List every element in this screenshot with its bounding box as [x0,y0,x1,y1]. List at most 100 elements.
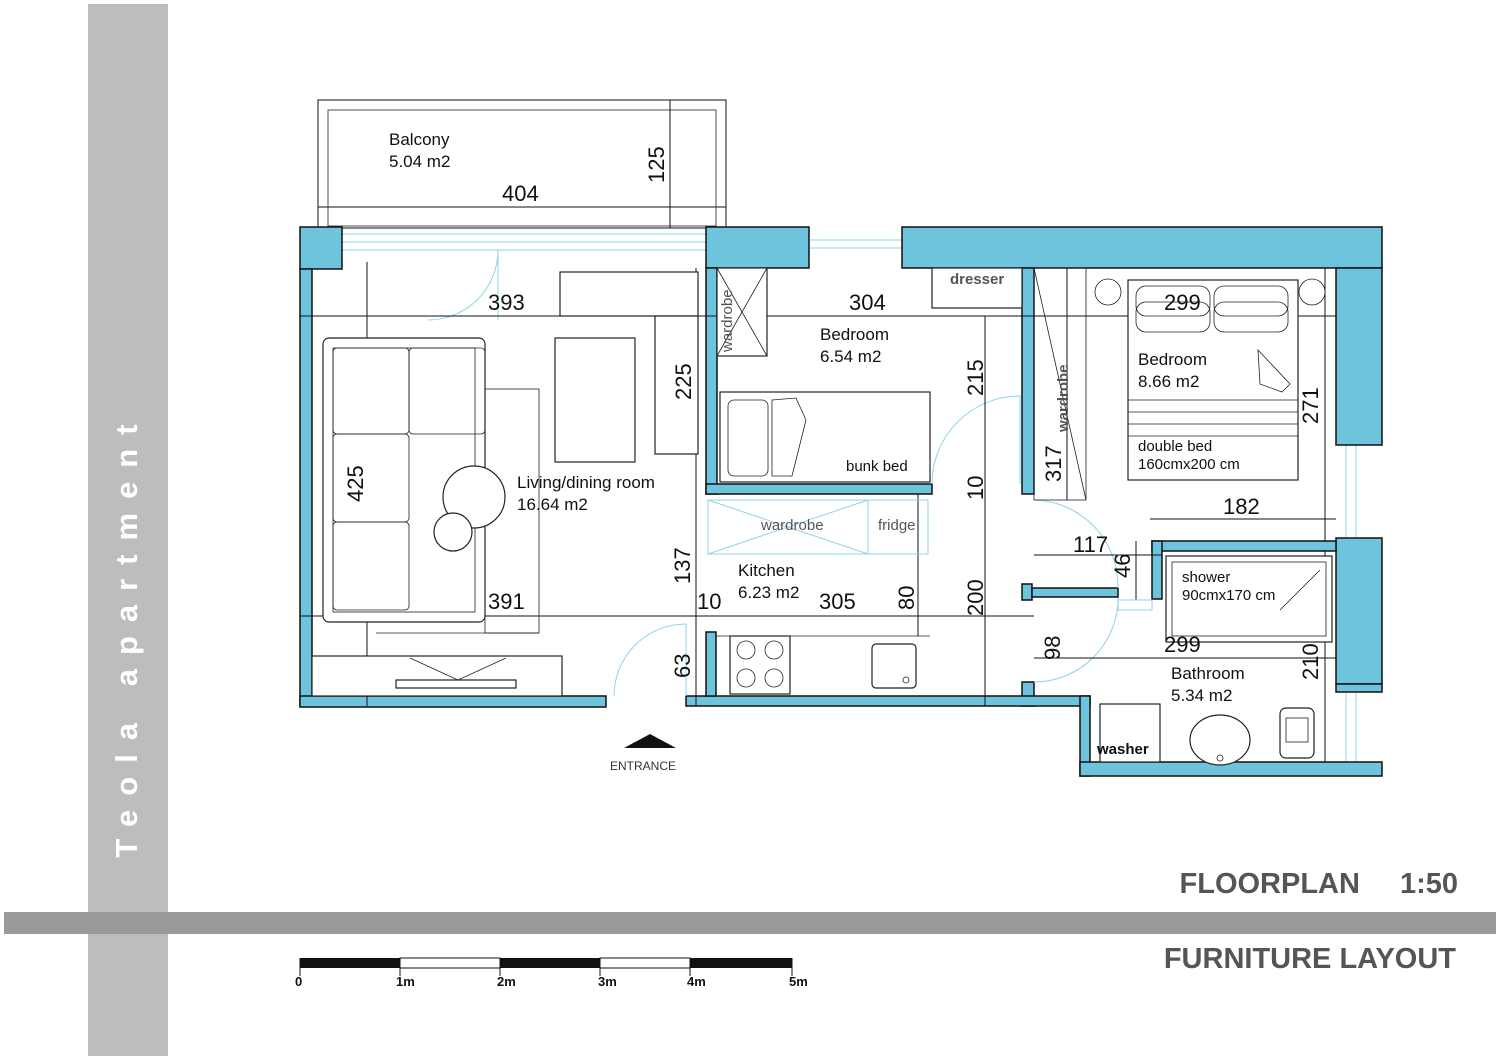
dim-63: 63 [670,654,695,678]
wall-b1-east [1021,267,1035,495]
dim-balcony-width: 404 [502,181,539,206]
dim-b2-height: 271 [1298,387,1323,424]
vent [1117,599,1153,611]
dresser [931,267,1023,309]
kitchen-name: Kitchen [738,561,795,580]
kitchen-area: 6.23 m2 [738,583,799,602]
dim-80: 80 [894,586,919,610]
dim-b1-top: 304 [849,290,886,315]
scale-label-1: 1m [396,974,415,989]
bedroom2-area: 8.66 m2 [1138,372,1199,391]
corner-bench [559,271,699,455]
washer [1099,703,1161,763]
stove [729,635,791,695]
dim-living-top: 393 [488,290,525,315]
wardrobe-b2 [1033,267,1087,501]
scale-label-4: 4m [687,974,706,989]
wall-kitchen-south [685,695,1091,707]
nightstand-right [1298,278,1326,306]
dim-balcony-depth: 125 [644,146,669,183]
dim-b1-height: 215 [963,359,988,396]
wall-nw-corner [299,226,343,270]
dim-225: 225 [671,363,696,400]
wall-stub-a [1021,583,1033,601]
b1-wardrobe-label: wardrobe [719,289,736,353]
entrance-label: ENTRANCE [610,759,676,773]
wall-east-bath [1335,537,1383,685]
dim-living-height: 425 [343,465,368,502]
fridge [867,499,929,555]
scale-bar [299,957,793,976]
dresser-label: dresser [950,271,1004,288]
balcony-outline [317,99,727,229]
fridge-label: fridge [878,517,916,534]
dim-137: 137 [670,547,695,584]
balcony-name: Balcony [389,130,450,149]
washer-label: washer [1096,741,1149,758]
dim-317: 317 [1041,445,1066,482]
entrance-arrow-icon [624,734,676,748]
scale-label-3: 3m [598,974,617,989]
walls [299,226,1383,777]
scale-label-2: 2m [497,974,516,989]
dim-305: 305 [819,589,856,614]
b2-wardrobe-label: wardrobe [1055,364,1072,433]
toilet [1279,707,1315,759]
wall-b1-west [705,267,718,495]
double-bed [1127,279,1299,481]
dim-bath-height: 210 [1298,643,1323,680]
balcony-area: 5.04 m2 [389,152,450,171]
dim-bath-width: 299 [1164,632,1201,657]
sink [871,643,917,689]
dim-98: 98 [1040,636,1065,660]
shower-size: 90cmx170 cm [1182,587,1275,604]
dim-200: 200 [963,579,988,616]
title-band [4,912,1496,934]
wall-bath-south [1079,761,1383,777]
dining-table [442,465,506,529]
sheet-subtitle: FURNITURE LAYOUT [1163,943,1456,975]
double-bed-size: 160cmx200 cm [1138,456,1240,473]
living-name: Living/dining room [517,473,655,492]
living-area: 16.64 m2 [517,495,588,514]
glazing [342,233,1357,762]
dim-10-horizontal: 10 [697,589,721,614]
wall-east-top [1335,267,1383,446]
shower [1165,555,1333,643]
double-bed-label: double bed [1138,438,1212,455]
bedroom1-name: Bedroom [820,325,889,344]
bunk-bed [719,391,931,483]
shower-label: shower [1182,569,1230,586]
wall-bath-north-b [1151,540,1337,552]
bathroom-name: Bathroom [1171,664,1245,683]
sheet-scale: 1:50 [1399,868,1458,900]
wardrobe-b1 [716,267,768,357]
scale-label-5: 5m [789,974,808,989]
washbasin [1189,714,1251,766]
coffee-table [554,337,636,463]
sheet-title-text: FLOORPLAN [1179,868,1360,900]
stool [433,512,473,552]
bedroom1-area: 6.54 m2 [820,347,881,366]
kitchen-wardrobe [707,499,869,555]
nightstand-left [1094,278,1122,306]
wall-b1-south [705,483,933,495]
wall-bath-north-a [1031,587,1119,598]
bedroom2-name: Bedroom [1138,350,1207,369]
wall-living-west [299,268,313,707]
wall-north-mid [705,226,810,269]
scale-label-0: 0 [295,974,302,989]
door-swings [427,249,1119,697]
wall-east-bath-lip [1335,683,1383,693]
dim-117: 117 [1073,532,1108,557]
wall-north-east [901,226,1383,269]
dim-46: 46 [1110,554,1135,578]
wall-bath-west [1151,540,1163,600]
dim-10-vertical: 10 [963,476,988,500]
sheet-title: FLOORPLAN 1:50 [1180,868,1458,901]
kitchen-wardrobe-label: wardrobe [760,517,824,534]
bunk-bed-label: bunk bed [846,458,908,475]
dim-182: 182 [1223,494,1260,519]
dim-living-bottom: 391 [488,589,525,614]
